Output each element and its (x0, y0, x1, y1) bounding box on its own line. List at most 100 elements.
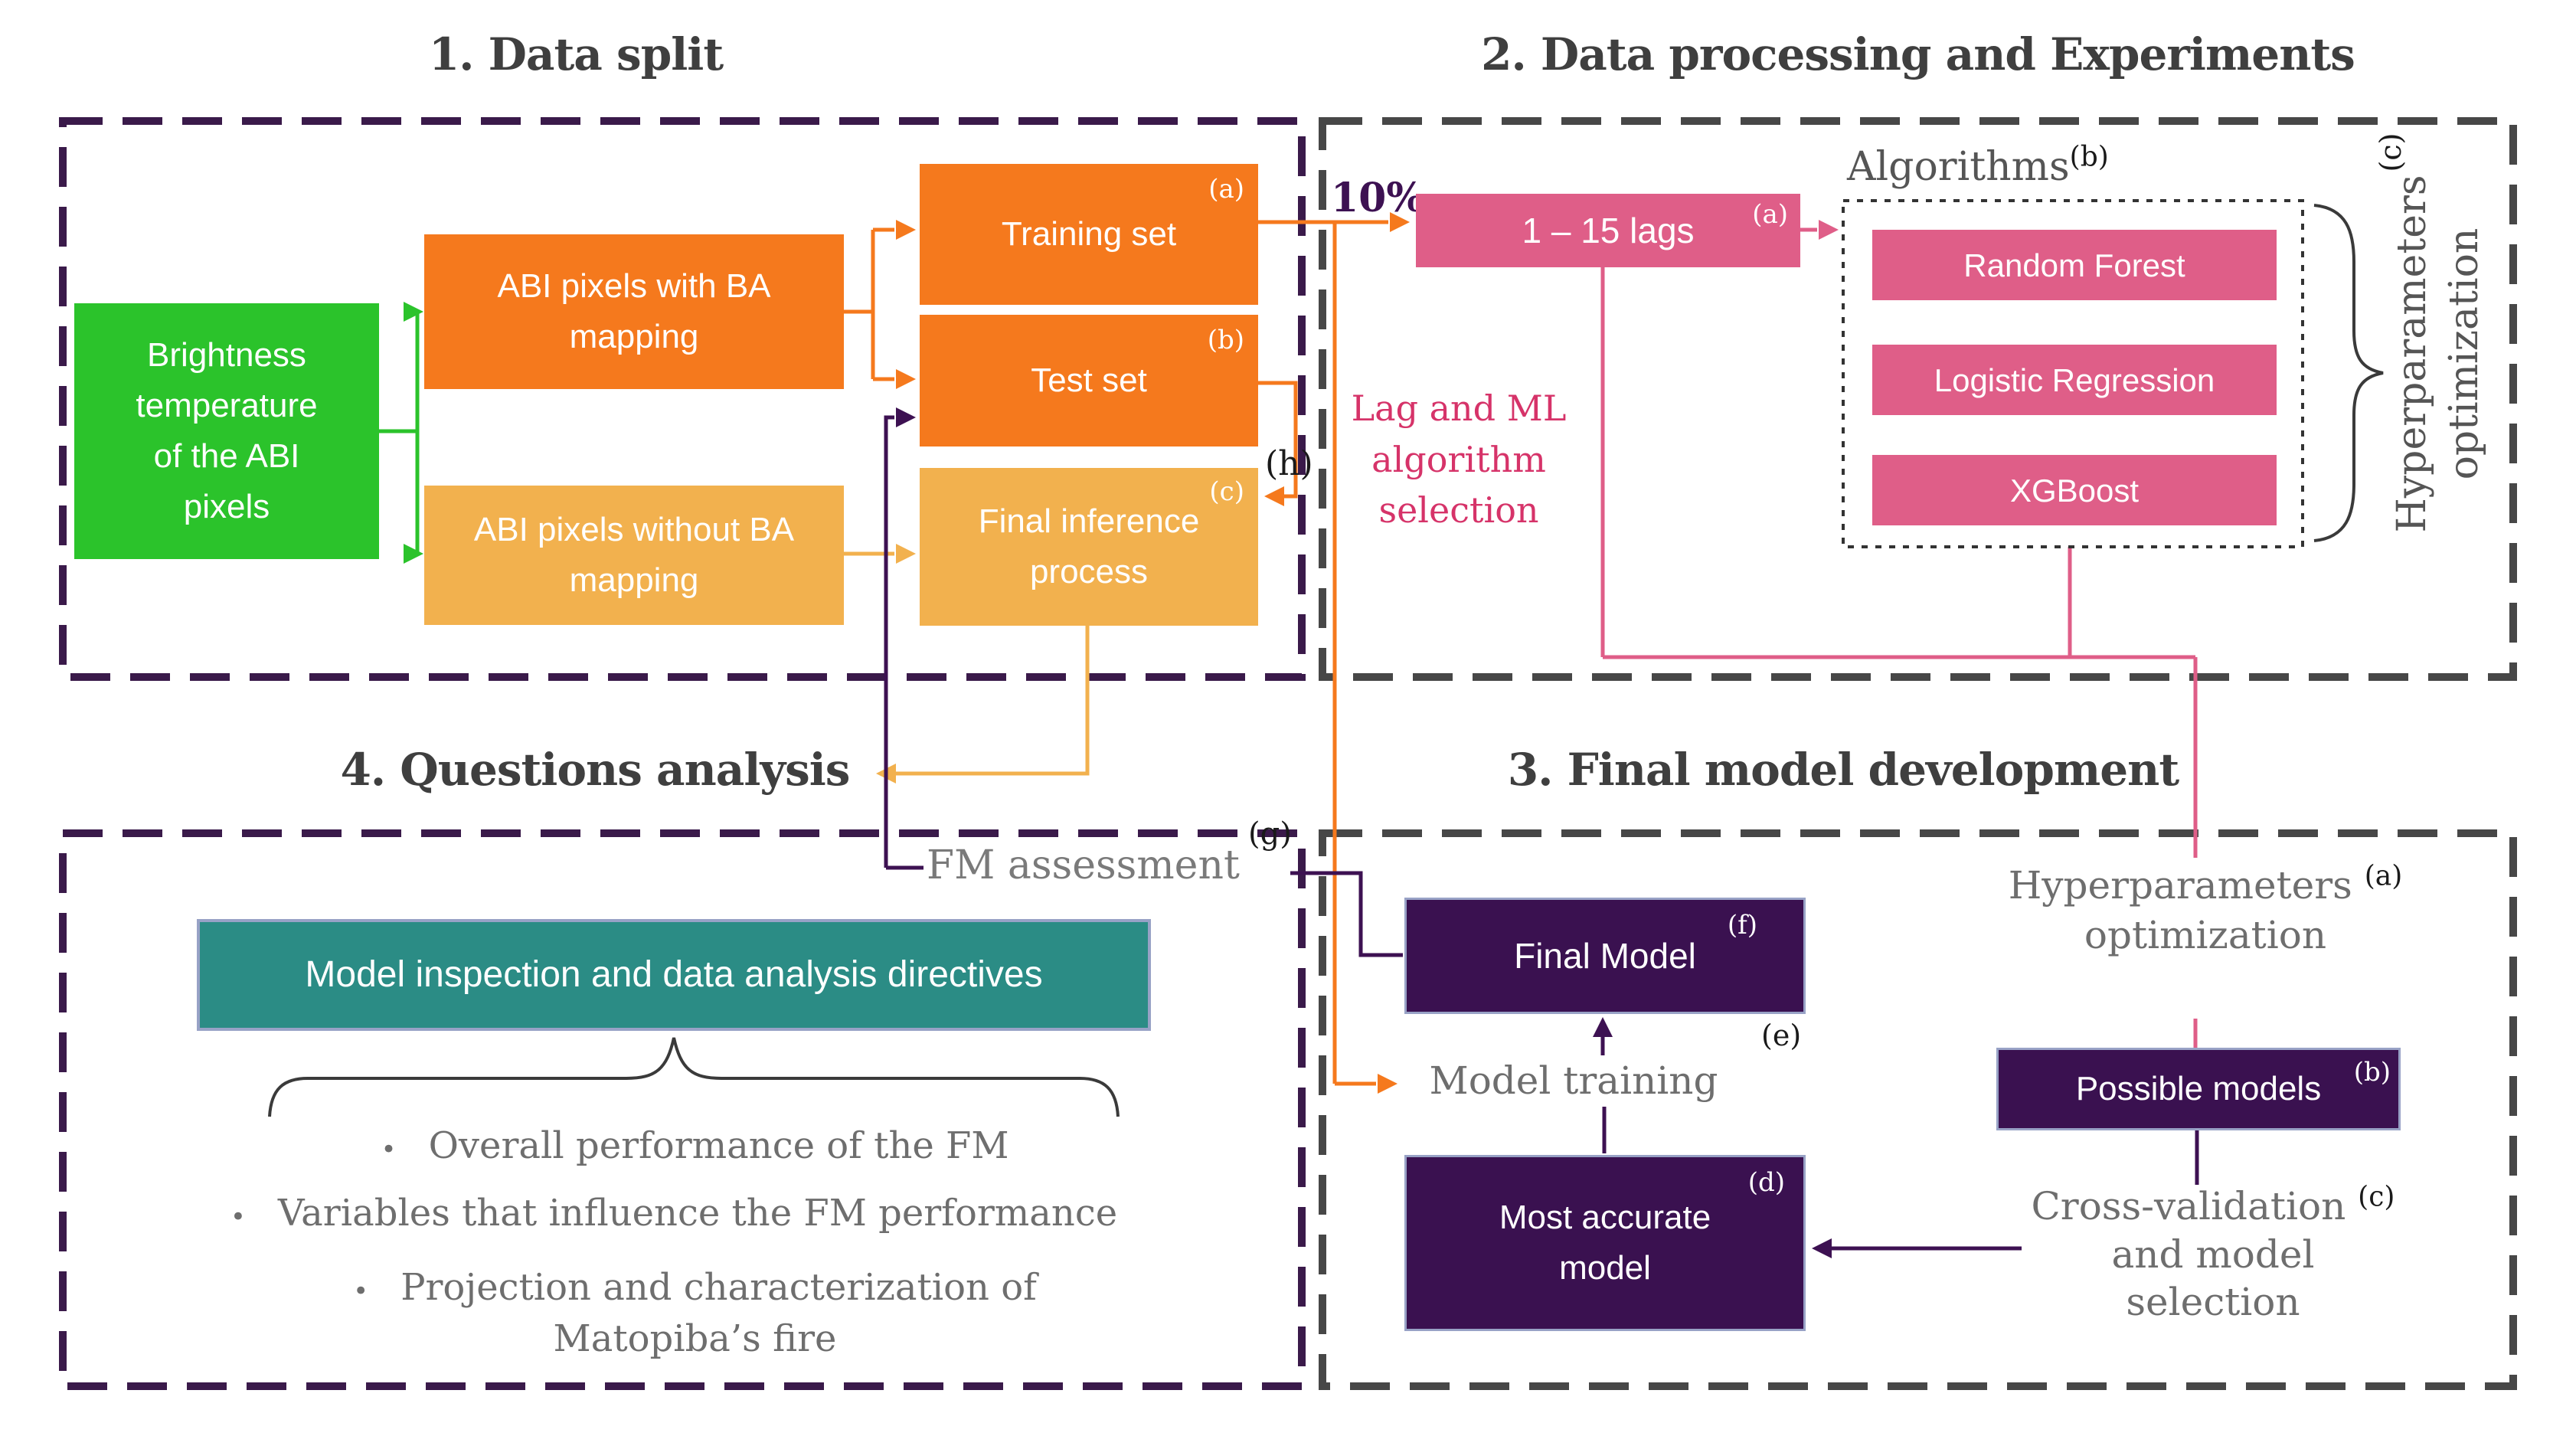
lags-label: 1 – 15 lags (1522, 210, 1695, 250)
final-model-box: Final Model (f) (1404, 898, 1806, 1014)
algorithms-dotted-frame (1842, 199, 2304, 548)
ten-percent-label: 10% (1331, 175, 1424, 221)
training-set-label: Training set (1001, 215, 1177, 253)
hyperparameters-line1: Hyperparameters (a) (1991, 861, 2420, 911)
optimization-word: optimization (2084, 913, 2327, 957)
abi-without-ba-box: ABI pixels without BA mapping (424, 486, 844, 625)
bullet-matopiba-label: Matopiba’s fire (553, 1317, 837, 1361)
cross-validation-line2: and model (2111, 1232, 2315, 1277)
section4-border (59, 829, 1306, 1390)
amber-arrowhead-final-inference (896, 544, 916, 564)
lag-selection-line2: algorithm (1371, 438, 1546, 480)
marker-d-most-accurate: (d) (1747, 1167, 1785, 1198)
possible-models-box: Possible models (b) (1996, 1048, 2401, 1130)
marker-c-final-inference: (c) (1209, 476, 1244, 507)
orange-arrowhead-model-training (1378, 1074, 1398, 1094)
algorithms-heading-label: Algorithms (1847, 144, 2070, 190)
orange-arrowhead-test (896, 369, 916, 389)
hyperparameters-rotated-line2: optimization (2440, 227, 2487, 480)
directives-box: Model inspection and data analysis direc… (197, 919, 1151, 1031)
green-arrowhead-without-ba (404, 544, 423, 564)
bullet-dot-icon: • (353, 1276, 369, 1307)
training-set-box: Training set (a) (920, 164, 1258, 305)
cross-validation-label: Cross-validation (c) and model selection (2006, 1182, 2420, 1326)
model-training-label: Model training (1429, 1058, 1718, 1103)
orange-arrowhead-training (896, 220, 916, 240)
marker-c-hyperparameters-rotated: (c) (2374, 132, 2408, 172)
bullet-variables-label: Variables that influence the FM performa… (277, 1192, 1118, 1235)
marker-b-possible-models: (b) (2353, 1057, 2391, 1088)
bullet-dot-icon: • (381, 1134, 397, 1165)
bullet-projection: • Projection and characterization of Mat… (268, 1262, 1122, 1365)
bullet-projection-label: Projection and characterization of (400, 1266, 1037, 1309)
possible-models-label: Possible models (2075, 1070, 2322, 1107)
bullet-overall-performance: • Overall performance of the FM (268, 1124, 1122, 1167)
marker-a-hyperparameters: (a) (2364, 860, 2403, 892)
bullet-variables: • Variables that influence the FM perfor… (100, 1192, 1248, 1235)
bullet-projection-line1: • Projection and characterization of (268, 1262, 1122, 1313)
curly-brace-top (268, 1037, 1120, 1117)
marker-h-connector: (h) (1265, 444, 1313, 483)
lag-selection-line3: selection (1378, 489, 1539, 532)
abi-without-ba-label: ABI pixels without BA mapping (473, 511, 795, 599)
fm-assessment-label: FM assessment (927, 842, 1240, 888)
most-accurate-model-box: Most accurate model (d) (1404, 1155, 1806, 1331)
final-inference-box: Final inference process (c) (920, 468, 1258, 626)
most-accurate-model-label: Most accurate model (1499, 1199, 1711, 1287)
bullet-overall-performance-label: Overall performance of the FM (428, 1124, 1009, 1167)
logistic-regression-label: Logistic Regression (1934, 361, 2215, 398)
marker-b-algorithms: (b) (2069, 141, 2109, 173)
logistic-regression-box: Logistic Regression (1872, 345, 2277, 415)
brightness-temperature-label: Brightness temperature of the ABI pixels (136, 336, 318, 525)
purple-arrowhead-final-model (1593, 1017, 1613, 1037)
marker-b-test: (b) (1207, 325, 1244, 355)
curly-brace-right (2313, 204, 2384, 542)
section1-title: 1. Data split (428, 28, 724, 80)
final-model-label: Final Model (1514, 935, 1696, 976)
orange-connectors (844, 220, 1388, 1086)
marker-g-fm-assessment: (g) (1248, 816, 1292, 852)
section3-border (1319, 829, 2517, 1390)
test-set-box: Test set (b) (920, 315, 1258, 447)
directives-label: Model inspection and data analysis direc… (305, 954, 1043, 995)
marker-a-training: (a) (1208, 174, 1244, 204)
marker-f-final-model: (f) (1727, 910, 1757, 940)
section2-border (1319, 117, 2517, 681)
marker-c-cross-validation: (c) (2358, 1181, 2395, 1213)
section1-border (59, 117, 1306, 681)
abi-with-ba-label: ABI pixels with BA mapping (497, 267, 771, 355)
bullet-dot-icon: • (230, 1202, 246, 1232)
random-forest-label: Random Forest (1963, 247, 2185, 283)
section3-title: 3. Final model development (1507, 744, 2179, 796)
random-forest-box: Random Forest (1872, 230, 2277, 300)
brightness-temperature-box: Brightness temperature of the ABI pixels (74, 303, 379, 559)
purple-arrowhead-most-accurate (1812, 1238, 1832, 1258)
marker-a-lags: (a) (1752, 199, 1788, 230)
lag-selection-label: Lag and ML algorithm selection (1325, 383, 1593, 536)
section4-title: 4. Questions analysis (340, 744, 851, 796)
marker-e-model-training: (e) (1761, 1019, 1802, 1052)
cross-validation-line1: Cross-validation (c) (2006, 1182, 2420, 1231)
purple-connectors (884, 415, 2199, 1251)
final-inference-label: Final inference process (978, 502, 1200, 590)
lag-selection-line1: Lag and ML (1351, 388, 1567, 429)
purple-arrowhead-test-set (896, 407, 916, 427)
orange-arrowhead-h-connector (1264, 486, 1284, 506)
lags-box: 1 – 15 lags (a) (1416, 194, 1800, 267)
xgboost-label: XGBoost (2009, 472, 2140, 509)
xgboost-box: XGBoost (1872, 455, 2277, 525)
cross-validation-word: Cross-validation (2031, 1184, 2346, 1228)
cross-validation-line3: selection (2126, 1280, 2300, 1324)
section2-title: 2. Data processing and Experiments (1481, 28, 2355, 80)
hyperparameters-optimization-label: Hyperparameters (a) optimization (1991, 861, 2420, 960)
abi-with-ba-box: ABI pixels with BA mapping (424, 234, 844, 389)
pink-arrowhead-algorithms (1819, 220, 1839, 240)
test-set-label: Test set (1031, 361, 1147, 399)
algorithms-heading: Algorithms(b) (1847, 141, 2109, 190)
green-arrowhead-with-ba (404, 302, 423, 322)
green-split-connector (379, 309, 420, 556)
hyperparameters-word: Hyperparameters (2008, 863, 2352, 908)
pink-connectors (1600, 227, 2198, 1095)
